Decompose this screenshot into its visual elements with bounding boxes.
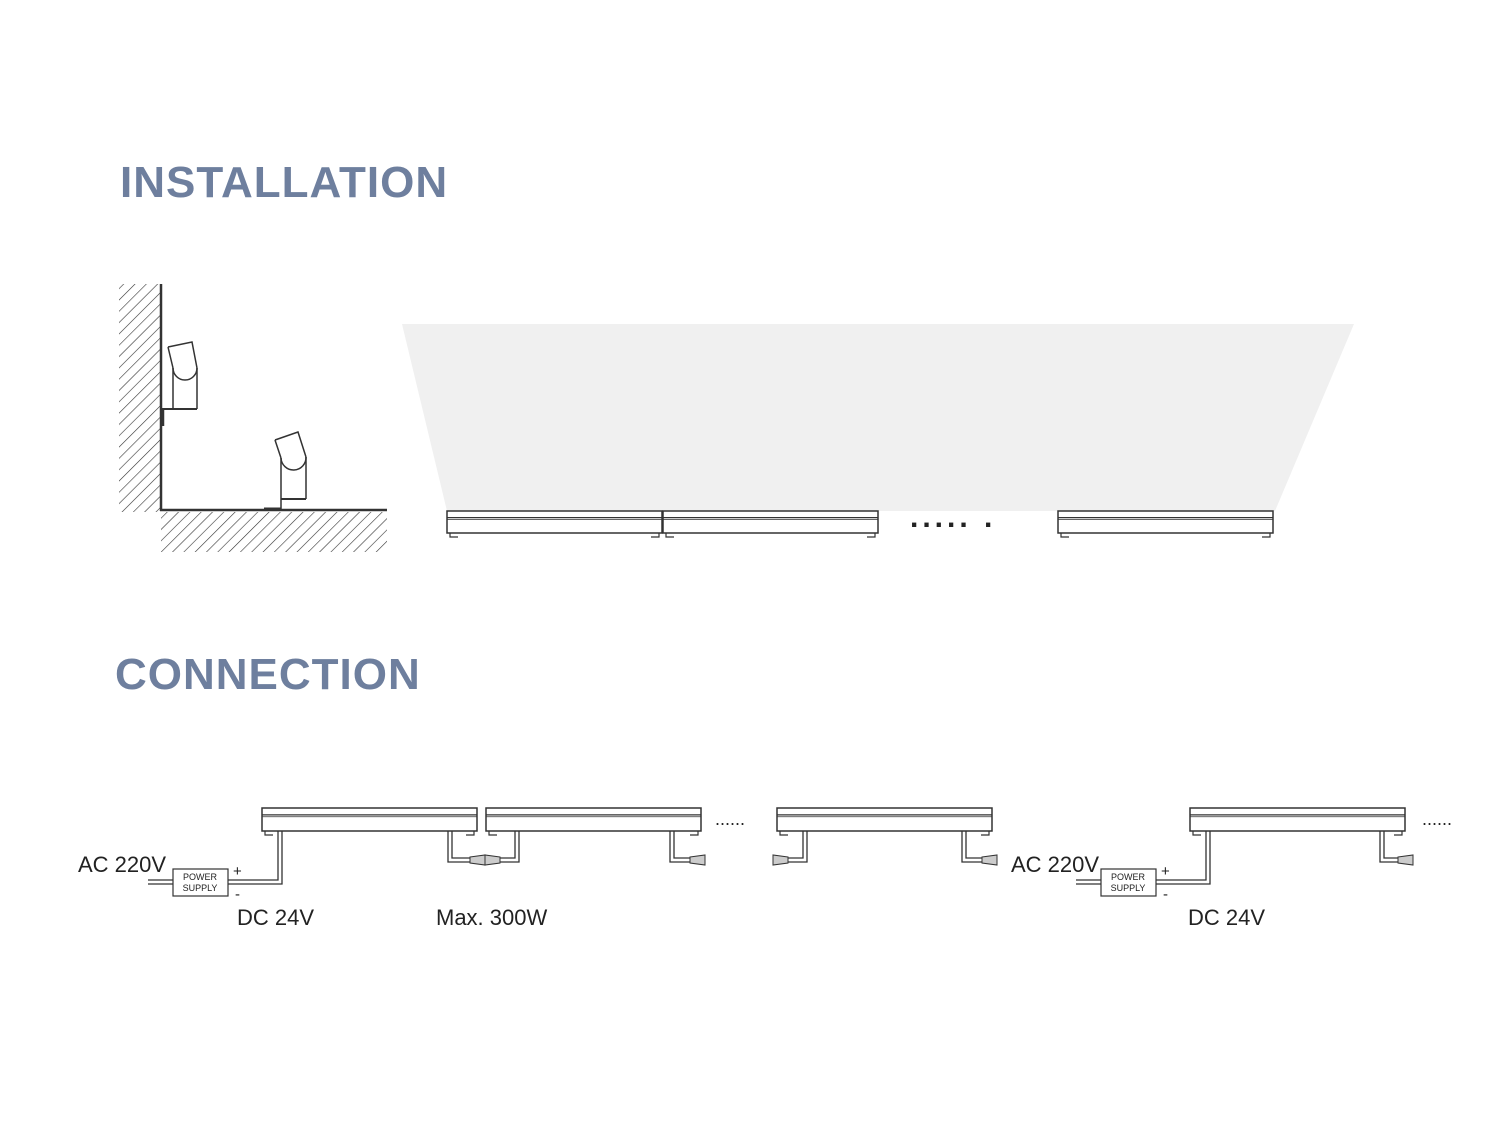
connector-plug (981, 854, 998, 866)
wall-mounted-fixture (161, 341, 198, 426)
power-supply-box (172, 868, 229, 897)
connector-plug (469, 854, 486, 866)
dc-label: DC 24V (1188, 905, 1265, 930)
connection-group-2: AC 220V POWER SUPPLY + - DC 24V ...... (1011, 809, 1452, 930)
ac-label: AC 220V (1011, 852, 1099, 877)
wire (1379, 831, 1398, 863)
continuation-dots: ...... (1422, 809, 1452, 829)
installation-heading: INSTALLATION (120, 158, 449, 207)
led-bar (776, 807, 993, 836)
floor-hatch (161, 512, 387, 552)
connector-plug (689, 854, 706, 866)
connection-group-1: AC 220V POWER SUPPLY + - DC 24V Max. 300… (78, 809, 745, 930)
dc-output-wire (228, 831, 283, 885)
power-supply-label: SUPPLY (1111, 883, 1146, 893)
connector-plug (1397, 854, 1414, 866)
wiring (148, 831, 1414, 885)
power-supply-label: POWER (183, 872, 218, 882)
mounting-foot (1192, 831, 1403, 836)
wire (447, 831, 470, 863)
connection-heading: CONNECTION (115, 650, 421, 699)
installation-bars (446, 510, 1274, 538)
plus-sign: + (1161, 863, 1170, 880)
led-bar (1057, 510, 1274, 538)
ac-input-wire (148, 879, 173, 885)
power-supply-label: POWER (1111, 872, 1146, 882)
dc-output-wire (1156, 831, 1211, 885)
power-supply-label: SUPPLY (183, 883, 218, 893)
mounting-foot (1060, 533, 1271, 538)
connection-bars (261, 807, 1406, 836)
continuation-dots: ...... (715, 809, 745, 829)
wire (669, 831, 690, 863)
max-power-label: Max. 300W (436, 905, 547, 930)
led-bar (446, 510, 663, 538)
wire (788, 831, 808, 863)
ac-input-wire (1076, 879, 1101, 885)
dc-label: DC 24V (237, 905, 314, 930)
ac-label: AC 220V (78, 852, 166, 877)
led-bar (1189, 807, 1406, 836)
connector-plug (772, 854, 789, 866)
mounting-foot (665, 533, 876, 538)
wire (500, 831, 520, 863)
minus-sign: - (1163, 886, 1168, 903)
wall-hatch (119, 284, 161, 512)
connector-plug (484, 854, 501, 866)
floor-mounted-fixture (264, 431, 307, 511)
plus-sign: + (233, 863, 242, 880)
led-bar (261, 807, 478, 836)
minus-sign: - (235, 886, 240, 903)
wire (961, 831, 982, 863)
mounting-foot (779, 831, 990, 836)
led-bar (662, 510, 879, 538)
mounting-foot (488, 831, 699, 836)
installation-continuation-dots: ..... . (910, 501, 996, 534)
light-beam (402, 324, 1354, 511)
mounting-foot (449, 533, 660, 538)
power-supply-box (1100, 868, 1157, 897)
led-bar (485, 807, 702, 836)
mounting-foot (264, 831, 475, 836)
wall-floor-illustration (119, 284, 387, 552)
